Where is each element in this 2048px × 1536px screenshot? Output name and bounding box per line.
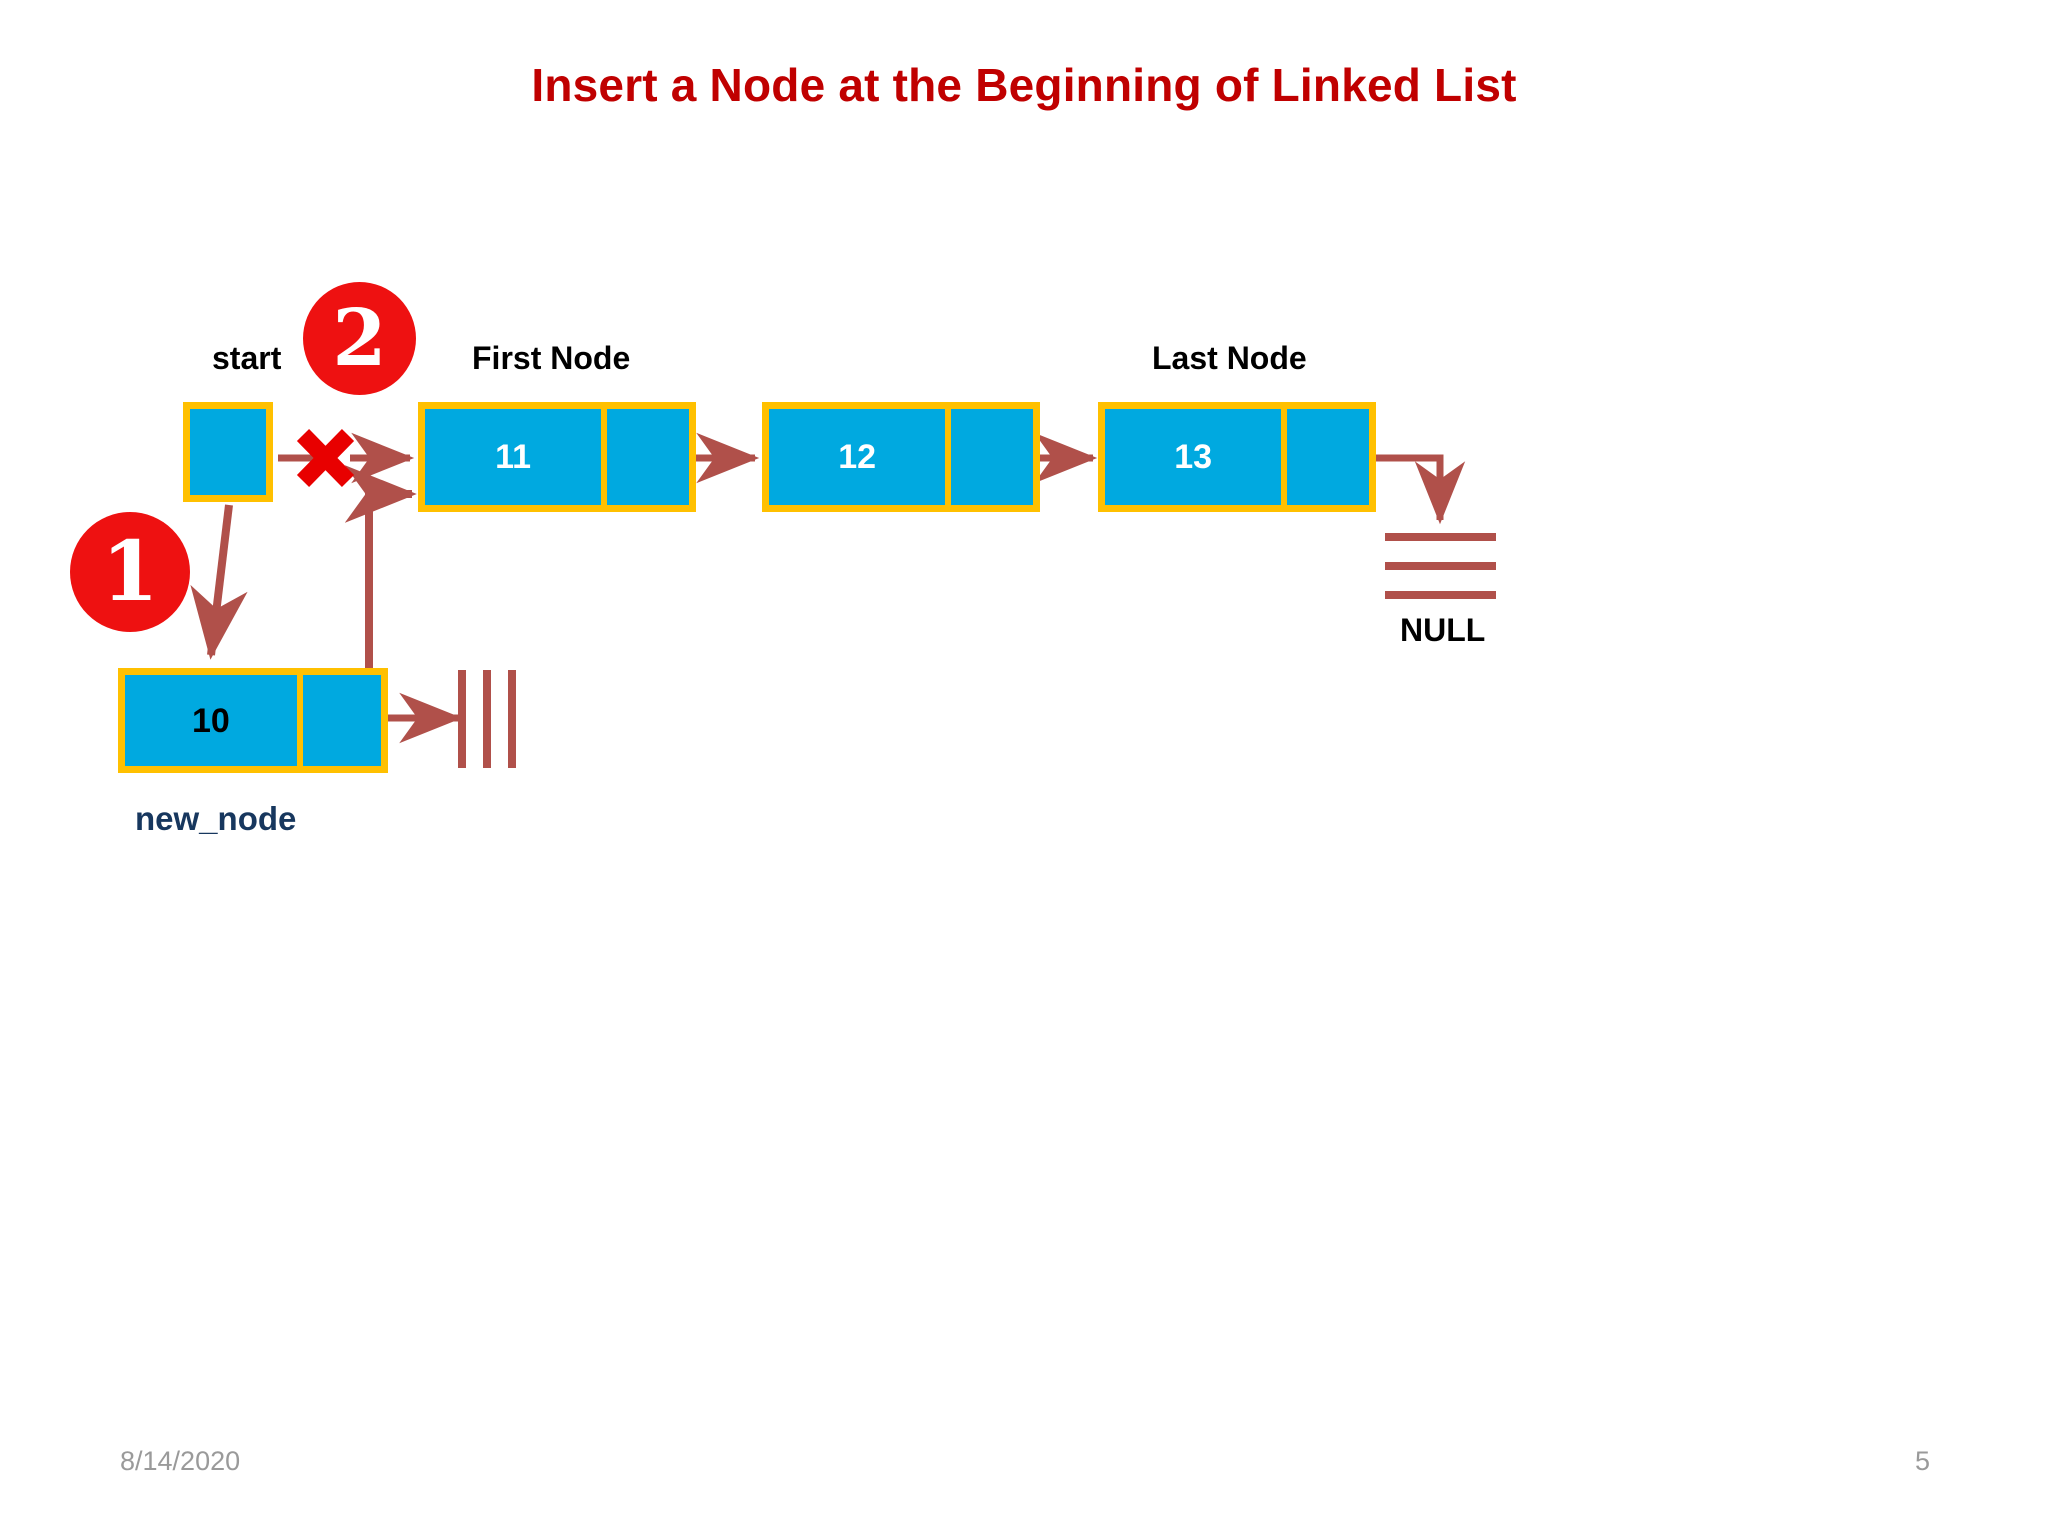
arrow-start-to-new-node xyxy=(190,504,248,660)
node-11[interactable]: 11 xyxy=(418,402,696,512)
new-node-data: 10 xyxy=(125,675,297,766)
node-11-pointer xyxy=(607,409,689,505)
null-ground-horizontal-icon xyxy=(1385,533,1496,599)
node-11-data: 11 xyxy=(425,409,602,505)
node-12[interactable]: 12 xyxy=(762,402,1040,512)
null-ground-vertical-icon xyxy=(458,670,516,768)
new-node[interactable]: 10 xyxy=(118,668,388,773)
step-badge-1-text: 1 xyxy=(101,524,159,620)
new-node-pointer xyxy=(302,675,381,766)
node-13-data: 13 xyxy=(1105,409,1282,505)
start-pointer-box[interactable] xyxy=(183,402,273,502)
page-title: Insert a Node at the Beginning of Linked… xyxy=(531,59,1517,111)
first-node-label: First Node xyxy=(472,340,631,376)
node-13[interactable]: 13 xyxy=(1098,402,1376,512)
step-badge-1: 1 xyxy=(70,512,190,632)
new-node-label: new_node xyxy=(135,800,297,837)
red-cross-icon xyxy=(296,429,355,487)
null-label: NULL xyxy=(1400,612,1486,648)
last-node-label: Last Node xyxy=(1152,340,1307,376)
footer-page-number: 5 xyxy=(1915,1446,1931,1476)
node-12-data: 12 xyxy=(769,409,946,505)
footer-date: 8/14/2020 xyxy=(120,1446,241,1476)
node-12-pointer xyxy=(951,409,1033,505)
step-badge-2-text: 2 xyxy=(332,292,387,384)
node-13-pointer xyxy=(1287,409,1369,505)
start-label: start xyxy=(212,340,282,376)
step-badge-2: 2 xyxy=(303,282,416,395)
arrow-new-node-to-first-node xyxy=(344,465,417,670)
